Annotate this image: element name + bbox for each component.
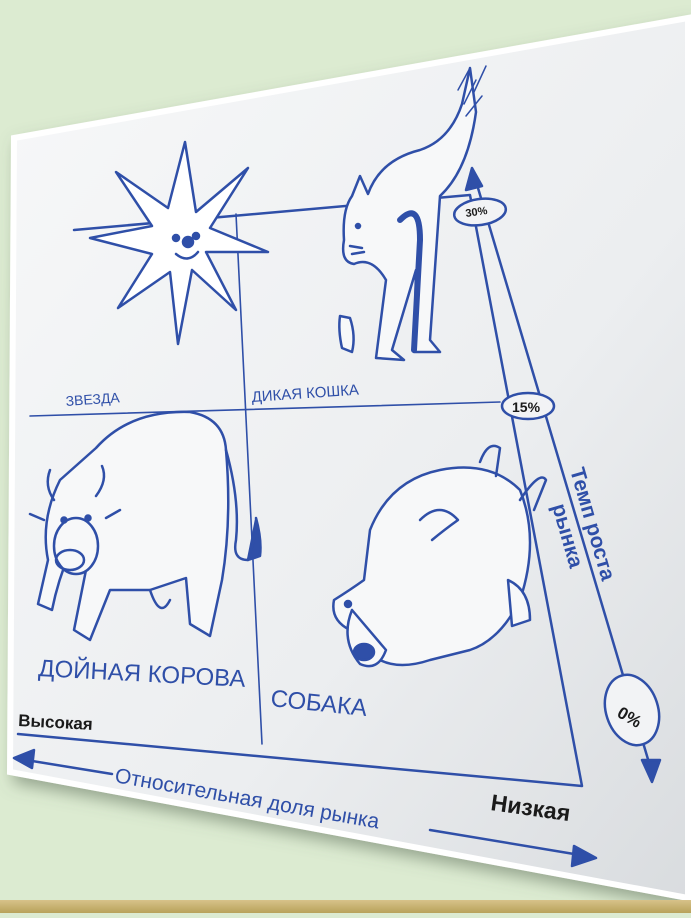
x-axis-high-label: Высокая bbox=[18, 711, 93, 734]
bottom-accent-bar bbox=[0, 900, 691, 913]
tick-15-label: 15% bbox=[512, 399, 541, 415]
